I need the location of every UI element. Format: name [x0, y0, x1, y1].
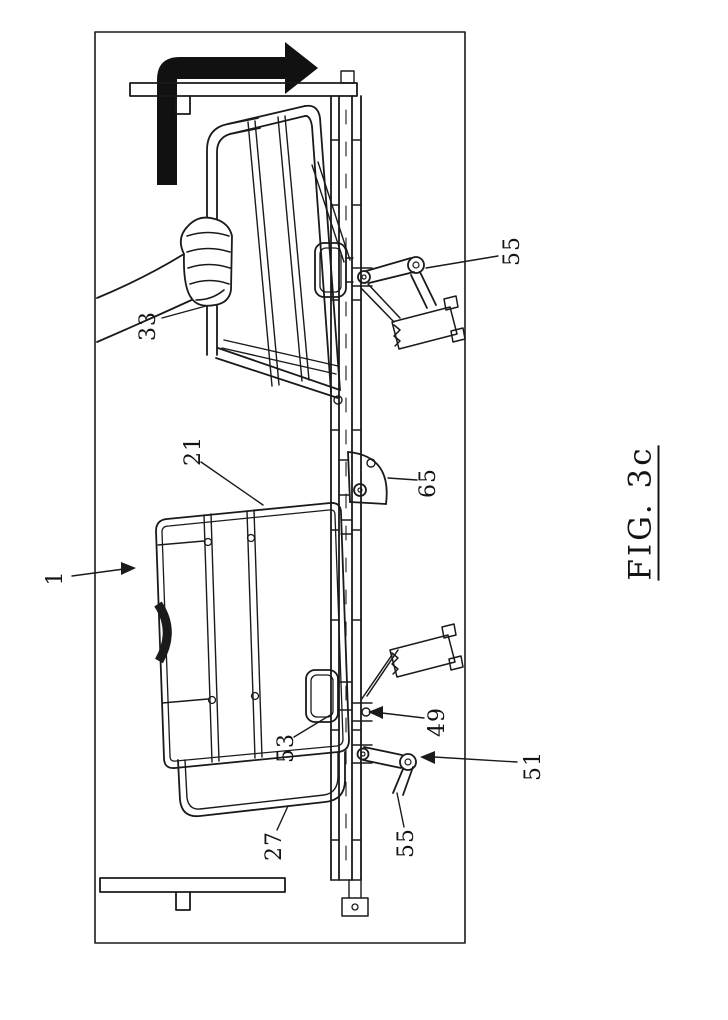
ref-label-55-upper: 55 [500, 236, 525, 266]
upper-handle-loop [314, 242, 354, 298]
ref-label-49: 49 [425, 707, 450, 737]
ref-label-65: 65 [416, 468, 441, 498]
pushing-hand [96, 216, 233, 343]
seat-section [154, 502, 353, 769]
ref-label-27: 27 [262, 831, 287, 861]
ref-label-1: 1 [43, 570, 68, 586]
lower-linkage [351, 744, 417, 796]
ref-label-51: 51 [521, 751, 546, 781]
side-rail-27 [177, 751, 346, 818]
figure-caption: FIG. 3c [622, 445, 659, 581]
bottom-end-board [99, 877, 369, 917]
direction-arrow-icon [157, 42, 318, 185]
upper-leg-assembly [360, 283, 466, 350]
ref-label-53: 53 [274, 733, 299, 763]
center-pivot-mechanism [338, 451, 388, 505]
lower-handle-loop [305, 669, 353, 723]
arrowhead-51 [420, 751, 435, 764]
arrowhead-49 [368, 706, 383, 719]
lower-leg-assembly [360, 623, 464, 701]
figure-border [94, 31, 466, 944]
arrowhead-1 [121, 562, 136, 575]
leader-lines [71, 255, 518, 831]
lower-mount-bracket [351, 702, 373, 722]
backrest-section [206, 104, 351, 405]
ref-label-55-lower: 55 [394, 828, 419, 858]
ref-label-33: 33 [136, 311, 161, 341]
latch-mark [154, 601, 172, 664]
upper-linkage [351, 256, 437, 309]
top-end-board [129, 70, 358, 115]
ref-label-21: 21 [181, 436, 206, 466]
